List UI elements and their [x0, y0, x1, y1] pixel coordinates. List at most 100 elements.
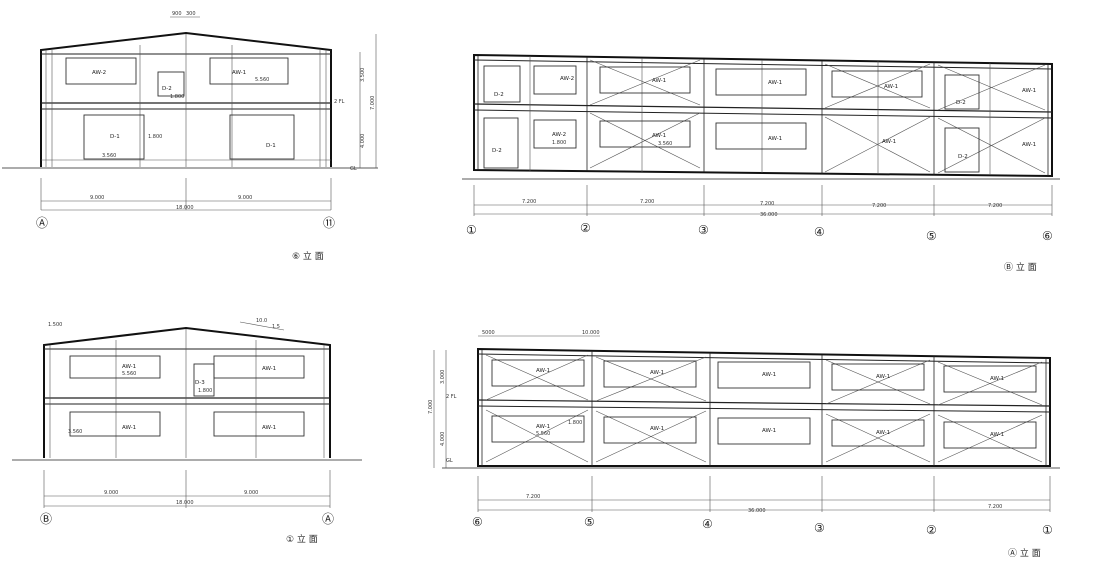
- end-elevation-upper: AW-2 AW-1 D-2 D-1 D-1 5.560 1.800 3.560 …: [2, 11, 378, 262]
- building-outline: [43, 326, 331, 458]
- window-label: AW-1: [1022, 142, 1036, 148]
- window-label: AW-1: [876, 374, 890, 380]
- level-label: 2 FL: [446, 394, 457, 400]
- brace-panels: [485, 354, 1043, 463]
- window: [943, 421, 1037, 449]
- dim-value: 9.000: [238, 195, 252, 201]
- dim-value: 7.200: [522, 199, 536, 205]
- top-dim: 5000: [482, 330, 495, 336]
- dim-value: 7.200: [760, 201, 774, 207]
- slope-label: 1.5: [272, 324, 280, 330]
- size-label: 1.800: [552, 140, 566, 146]
- window-label: AW-1: [262, 425, 276, 431]
- window-label: D-2: [494, 92, 504, 98]
- window: [831, 363, 925, 391]
- window-label: AW-1: [990, 376, 1004, 382]
- window-label: AW-1: [768, 136, 782, 142]
- window: [943, 365, 1037, 393]
- window: [603, 360, 697, 388]
- size-label: 3.560: [102, 153, 116, 159]
- long-elevation-lower: AW-1 AW-1 AW-1 AW-1 AW-1 AW-1 AW-1 AW-1 …: [428, 330, 1060, 559]
- window: [599, 66, 691, 94]
- door: [944, 74, 980, 110]
- dim-value: 7.200: [988, 504, 1002, 510]
- height-dim: 4.000: [440, 432, 446, 446]
- dim-value: 9.000: [90, 195, 104, 201]
- grid-axis-label: ⑥: [472, 515, 483, 529]
- window-label: AW-1: [882, 139, 896, 145]
- window-label: D-2: [492, 148, 502, 154]
- eave-line: [473, 59, 1053, 70]
- window: [599, 120, 691, 148]
- top-dim: 1.500: [48, 322, 62, 328]
- building-outline: [40, 31, 332, 167]
- window-label: AW-1: [652, 78, 666, 84]
- window-label: AW-1: [876, 430, 890, 436]
- door: [193, 363, 215, 397]
- window-label: AW-1: [122, 364, 136, 370]
- floor-beam-lower: [477, 405, 1051, 413]
- grid-axis-label: ①: [1042, 523, 1053, 537]
- size-label: 3.560: [658, 141, 672, 147]
- window-label: AW-1: [536, 424, 550, 430]
- size-label: 5.560: [255, 77, 269, 83]
- window: [717, 361, 811, 389]
- window: [717, 417, 811, 445]
- window: [715, 68, 807, 96]
- window-label: AW-1: [768, 80, 782, 86]
- window-label: AW-1: [536, 368, 550, 374]
- grid-axis-label: ⑤: [584, 515, 595, 529]
- brace-panels: [589, 59, 1046, 174]
- floor-beam-lower: [473, 109, 1053, 119]
- slope-line: [239, 321, 285, 331]
- window-label: AW-1: [884, 84, 898, 90]
- grid-axis-label: ①: [466, 223, 477, 237]
- window-label: AW-1: [650, 370, 664, 376]
- height-dim: 7.000: [428, 400, 434, 414]
- window-label: AW-2: [560, 76, 574, 82]
- window: [209, 57, 289, 85]
- level-label: 2 FL: [334, 99, 345, 105]
- grid-axis-label: ②: [580, 221, 591, 235]
- window-label: AW-1: [762, 428, 776, 434]
- drawing-title: ⑥ 立 面: [292, 250, 324, 262]
- window-label: AW-1: [232, 70, 246, 76]
- floor-beam: [477, 399, 1051, 407]
- window-label: AW-2: [552, 132, 566, 138]
- window-label: AW-1: [990, 432, 1004, 438]
- dim-value: 18.000: [176, 500, 194, 506]
- size-label: 1.800: [198, 388, 212, 394]
- dim-value: 9.000: [244, 490, 258, 496]
- window: [69, 411, 161, 437]
- level-label: GL: [350, 166, 357, 172]
- window-label: AW-1: [762, 372, 776, 378]
- size-label: 1.800: [170, 94, 184, 100]
- door: [83, 114, 145, 160]
- window-label: D-1: [110, 134, 120, 140]
- dim-total: 36.000: [760, 212, 778, 218]
- grid-axis-label: ③: [814, 521, 825, 535]
- window: [213, 355, 305, 379]
- grid-axis-label: ②: [926, 523, 937, 537]
- dim-value: 7.200: [526, 494, 540, 500]
- window-label: AW-1: [652, 133, 666, 139]
- grid-axis-label: ④: [814, 225, 825, 239]
- top-dim: 300: [186, 11, 196, 17]
- height-dim: 4.000: [360, 134, 366, 148]
- height-dim: 3.500: [360, 68, 366, 82]
- grid-axis-label: Ⓐ: [322, 512, 334, 526]
- window: [533, 65, 577, 95]
- window-label: D-2: [162, 86, 172, 92]
- floor-beam: [473, 103, 1053, 113]
- end-elevation-lower: AW-1 D-3 AW-1 AW-1 AW-1 5.560 1.800 3.56…: [12, 318, 362, 545]
- top-dim: 10.000: [582, 330, 600, 336]
- size-label: 5.560: [536, 431, 550, 437]
- window-label: D-2: [958, 154, 968, 160]
- window: [69, 355, 161, 379]
- window-label: D-2: [956, 100, 966, 106]
- window: [831, 70, 923, 98]
- long-elevation-upper: D-2 AW-2 AW-1 AW-1 AW-1 D-2 AW-1 D-2 AW-…: [462, 53, 1060, 273]
- window-label: D-1: [266, 143, 276, 149]
- top-dim: 900: [172, 11, 182, 17]
- window-label: D-3: [195, 380, 205, 386]
